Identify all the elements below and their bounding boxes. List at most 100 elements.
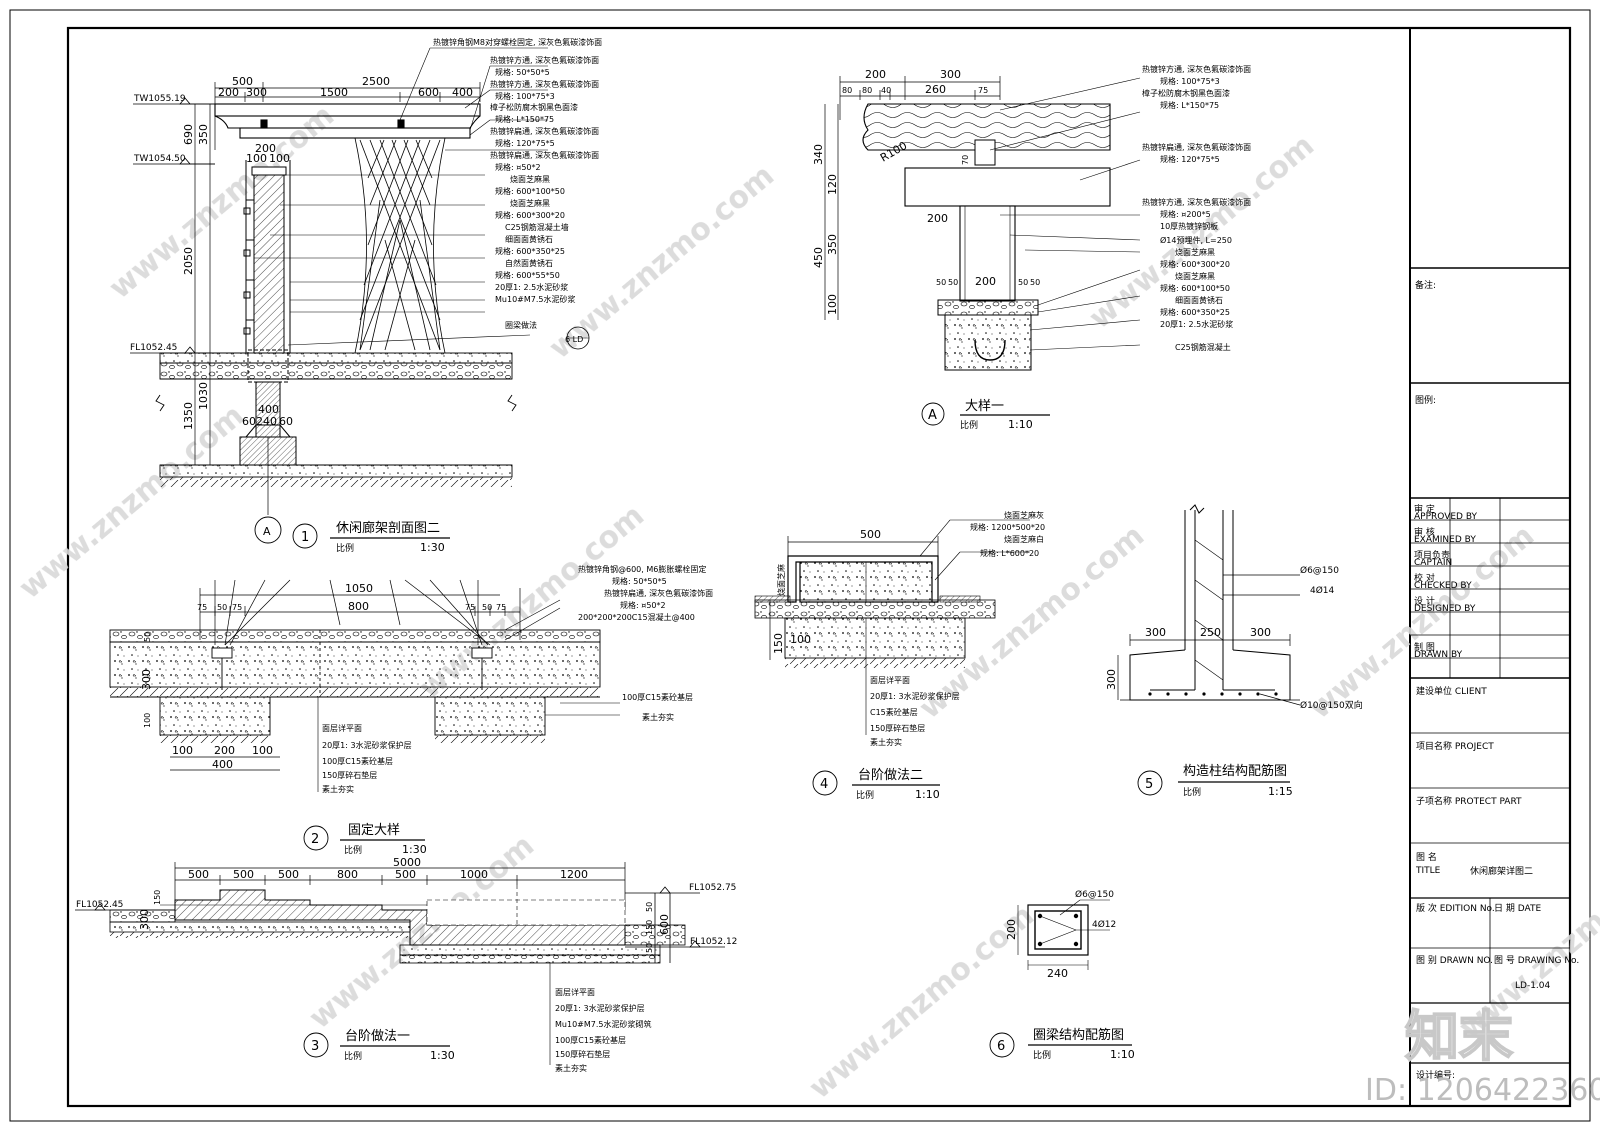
svg-text:70: 70 — [961, 155, 970, 165]
svg-text:规格: L*600*20: 规格: L*600*20 — [980, 548, 1039, 558]
svg-text:圈梁做法: 圈梁做法 — [505, 320, 537, 330]
svg-text:75: 75 — [232, 603, 242, 612]
svg-text:图 名: 图 名 — [1416, 851, 1437, 863]
svg-text:200: 200 — [975, 275, 996, 288]
svg-text:烧面芝麻灰: 烧面芝麻灰 — [1004, 510, 1044, 520]
svg-text:图 号 DRAWING No.: 图 号 DRAWING No. — [1494, 955, 1579, 966]
svg-text:面层详平面: 面层详平面 — [322, 723, 362, 733]
notes-label: 备注: — [1415, 279, 1436, 291]
svg-text:2: 2 — [311, 832, 319, 847]
svg-text:规格: 50*50*5: 规格: 50*50*5 — [495, 67, 550, 77]
svg-text:200*200*200C15混凝土@400: 200*200*200C15混凝土@400 — [578, 612, 695, 622]
svg-text:台阶做法一: 台阶做法一 — [345, 1029, 410, 1044]
svg-text:10厚热镀锌钢板: 10厚热镀锌钢板 — [1160, 221, 1218, 231]
svg-text:台阶做法二: 台阶做法二 — [858, 768, 923, 783]
svg-text:www.znzmo.com: www.znzmo.com — [103, 98, 341, 306]
svg-text:340: 340 — [812, 144, 825, 165]
svg-text:1: 1 — [301, 530, 309, 545]
detail-2-title: 2 固定大样 比例 1:30 — [303, 823, 427, 856]
svg-text:规格: L*150*75: 规格: L*150*75 — [1160, 100, 1219, 110]
svg-text:FL1052.75: FL1052.75 — [689, 883, 736, 893]
svg-text:烧面芝麻白: 烧面芝麻白 — [1004, 534, 1044, 544]
top-beam — [214, 103, 481, 139]
detail2-notes: 热镀锌角钢@600, M6膨胀螺栓固定 规格: 50*50*5 热镀锌扁通, 深… — [578, 564, 713, 722]
svg-text:烧面芝麻黑: 烧面芝麻黑 — [1175, 271, 1215, 281]
svg-text:Ø6@150: Ø6@150 — [1300, 565, 1339, 576]
svg-text:自然面黄锈石: 自然面黄锈石 — [505, 258, 553, 268]
svg-text:规格: 600*350*25: 规格: 600*350*25 — [495, 246, 565, 256]
detail4-layers: 面层详平面 20厚1: 3水泥砂浆保护层 C15素砼基层 150厚碎石垫层 素土… — [870, 675, 960, 747]
svg-text:C25钢筋混凝土墙: C25钢筋混凝土墙 — [505, 222, 569, 232]
svg-text:Ø6@150: Ø6@150 — [1075, 889, 1114, 900]
svg-text:素土夯实: 素土夯实 — [322, 784, 354, 794]
svg-text:审 核: 审 核 — [1414, 526, 1435, 538]
ground-layers — [155, 352, 517, 487]
svg-text:项目负责: 项目负责 — [1414, 549, 1450, 561]
svg-text:50: 50 — [645, 902, 654, 912]
svg-text:热镀锌方通, 深灰色氟碳漆饰面: 热镀锌方通, 深灰色氟碳漆饰面 — [490, 79, 599, 89]
svg-text:Mu10#M7.5水泥砂浆砌筑: Mu10#M7.5水泥砂浆砌筑 — [555, 1019, 651, 1029]
section1-dim: 500 — [232, 75, 253, 88]
svg-text:4: 4 — [820, 777, 828, 792]
detail-3-step: 5000 500 500 500 800 500 1000 1200 FL105… — [75, 856, 737, 1073]
svg-text:300: 300 — [1250, 626, 1271, 639]
svg-text:20厚1: 2.5水泥砂浆: 20厚1: 2.5水泥砂浆 — [495, 282, 568, 292]
svg-text:规格: 50*50*5: 规格: 50*50*5 — [612, 576, 667, 586]
svg-text:Ø14预埋件, L=250: Ø14预埋件, L=250 — [1160, 235, 1232, 245]
svg-text:500: 500 — [395, 868, 416, 881]
elevation-label: TW1054.50 — [133, 154, 186, 164]
svg-text:300: 300 — [140, 669, 153, 690]
detail2-layers: 面层详平面 20厚1: 3水泥砂浆保护层 100厚C15素砼基层 150厚碎石垫… — [322, 723, 412, 794]
svg-text:50: 50 — [143, 632, 152, 642]
svg-text:4Ø14: 4Ø14 — [1310, 585, 1335, 596]
svg-text:www.znzmo.com: www.znzmo.com — [13, 398, 251, 606]
svg-text:300: 300 — [940, 68, 961, 81]
svg-text:热镀锌扁通, 深灰色氟碳漆饰面: 热镀锌扁通, 深灰色氟碳漆饰面 — [1142, 142, 1251, 152]
svg-text:50: 50 — [1030, 278, 1040, 287]
svg-text:75: 75 — [465, 603, 475, 612]
id-watermark: ID: 1206422360 — [1365, 1073, 1600, 1108]
svg-text:设 计: 设 计 — [1414, 595, 1435, 607]
svg-text:Mu10#M7.5水泥砂浆: Mu10#M7.5水泥砂浆 — [495, 294, 575, 304]
svg-text:大样一: 大样一 — [965, 399, 1004, 414]
svg-text:450: 450 — [812, 247, 825, 268]
svg-text:素土夯实: 素土夯实 — [870, 737, 902, 747]
svg-text:300: 300 — [138, 909, 151, 930]
svg-text:C15素砼基层: C15素砼基层 — [870, 707, 918, 717]
svg-text:樟子松防腐木钢黑色面漆: 樟子松防腐木钢黑色面漆 — [1142, 88, 1230, 98]
detail4-notes: 烧面芝麻灰 规格: 1200*500*20 烧面芝麻白 规格: L*600*20 — [970, 510, 1045, 558]
section1-dim: 240 — [256, 415, 277, 428]
svg-text:规格: 600*100*50: 规格: 600*100*50 — [495, 186, 565, 196]
svg-text:规格: L*150*75: 规格: L*150*75 — [495, 114, 554, 124]
svg-text:200: 200 — [927, 212, 948, 225]
svg-text:烧面芝麻黑: 烧面芝麻黑 — [510, 174, 550, 184]
section1-dim: 2050 — [182, 247, 195, 275]
svg-text:260: 260 — [925, 83, 946, 96]
svg-text:DESIGNED BY: DESIGNED BY — [1414, 604, 1476, 614]
title-block — [1410, 267, 1570, 1064]
svg-text:50: 50 — [217, 603, 227, 612]
svg-text:细面面黄锈石: 细面面黄锈石 — [1175, 295, 1223, 305]
svg-text:项目名称 PROJECT: 项目名称 PROJECT — [1416, 740, 1494, 752]
svg-text:规格: 1200*500*20: 规格: 1200*500*20 — [970, 522, 1045, 532]
section1-dim: 60 — [242, 415, 256, 428]
svg-text:规格: 120*75*5: 规格: 120*75*5 — [495, 138, 555, 148]
svg-text:150厚碎石垫层: 150厚碎石垫层 — [555, 1049, 610, 1059]
svg-text:素土夯实: 素土夯实 — [642, 712, 674, 722]
svg-text:规格: 100*75*3: 规格: 100*75*3 — [1160, 76, 1220, 86]
detail-A-title: A 大样一 比例 1:10 — [921, 399, 1050, 431]
section1-dim: 690 — [182, 124, 195, 145]
svg-text:100厚C15素砼基层: 100厚C15素砼基层 — [322, 756, 393, 766]
svg-text:100: 100 — [143, 713, 152, 728]
svg-text:50: 50 — [1018, 278, 1028, 287]
outer-border — [9, 9, 1591, 1122]
svg-text:1050: 1050 — [345, 582, 373, 595]
svg-text:150厚碎石垫层: 150厚碎石垫层 — [870, 723, 925, 733]
svg-text:规格: 600*300*20: 规格: 600*300*20 — [495, 210, 565, 220]
svg-text:FL1052.12: FL1052.12 — [690, 937, 737, 947]
svg-text:热镀锌方通, 深灰色氟碳漆饰面: 热镀锌方通, 深灰色氟碳漆饰面 — [490, 55, 599, 65]
svg-text:规格: 600*55*50: 规格: 600*55*50 — [495, 270, 560, 280]
svg-text:500: 500 — [860, 528, 881, 541]
section-ref-marker — [254, 516, 282, 544]
svg-text:固定大样: 固定大样 — [348, 823, 400, 838]
